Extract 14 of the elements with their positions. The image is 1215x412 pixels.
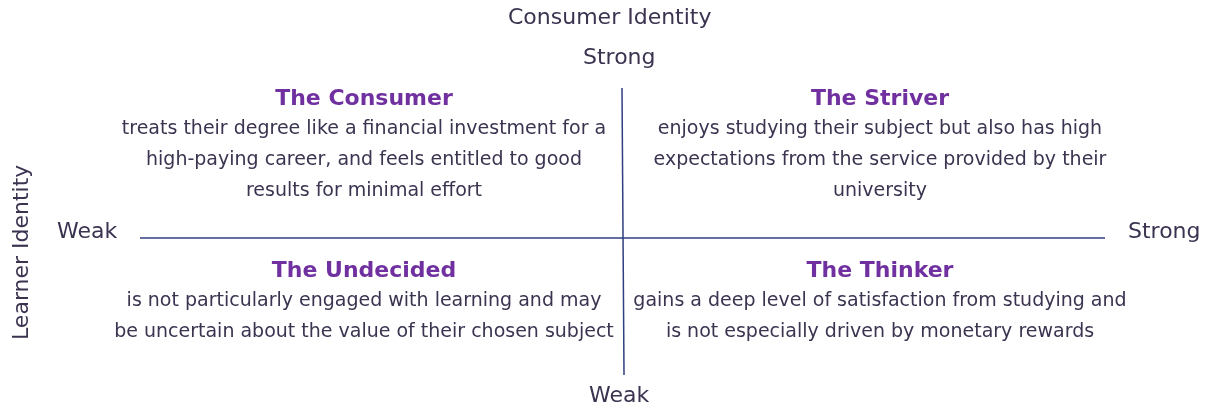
quadrant-description: treats their degree like a financial investment for a high-paying career, and feels entitled to good results for minimal effort (120, 115, 608, 202)
quadrant-heading: The Undecided (270, 256, 458, 284)
quadrant-description: gains a deep level of satisfaction from studying and is not especially driven by monetary rewards (632, 287, 1128, 343)
axis-end-label: Strong (1128, 218, 1201, 243)
quadrant-description: enjoys studying their subject but also has high expectations from the service provided by their university (652, 115, 1108, 202)
axis-title: Consumer Identity (508, 4, 712, 29)
axis-end-label: Weak (57, 218, 118, 243)
quadrant-heading: The Consumer (274, 84, 454, 112)
axis-title: Learner Identity (8, 164, 33, 340)
axis-end-label: Weak (589, 382, 650, 407)
quadrant-description: is not particularly engaged with learning and may be uncertain about the value of their chosen subject (114, 287, 614, 343)
quadrant-heading: The Thinker (805, 256, 955, 284)
axis-end-label: Strong (583, 44, 656, 69)
quadrant-heading: The Striver (809, 84, 951, 112)
